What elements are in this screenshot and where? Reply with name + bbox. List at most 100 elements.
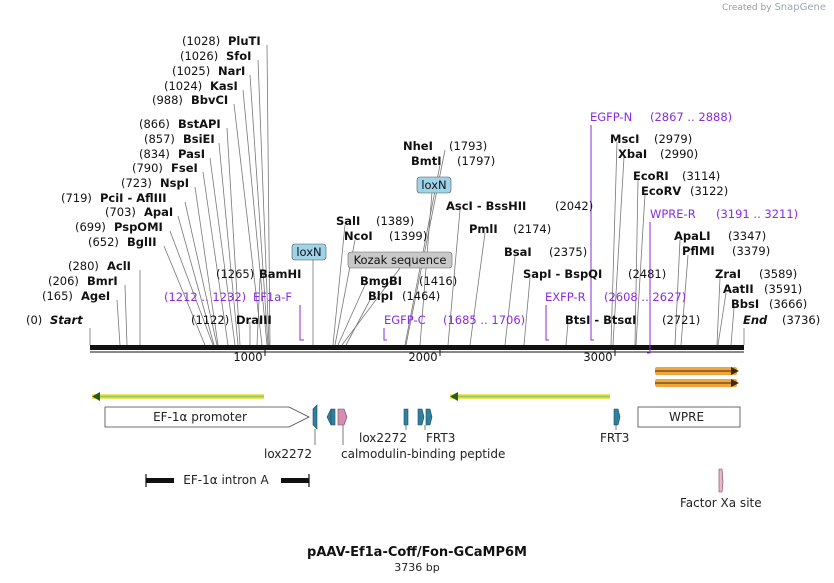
site-pos-apai: (703) <box>105 205 136 219</box>
site-name-draiii: DraIII <box>236 313 272 327</box>
orange-arrow-2 <box>655 379 739 387</box>
ef1a-intron-label: EF-1α intron A <box>183 473 269 487</box>
site-name-bmti: BmtI <box>411 154 442 168</box>
site-pos-bmri: (206) <box>48 274 79 288</box>
end-label: End <box>743 313 768 327</box>
site-name-sfoi: SfoI <box>226 49 251 63</box>
site-name-pcii-afliii: PciI - AflIII <box>100 191 167 205</box>
wpre-feature <box>637 406 741 428</box>
kozak-label: Kozak sequence <box>354 253 447 267</box>
site-name-bstapi: BstAPI <box>178 117 221 131</box>
site-pos-pflmi: (3379) <box>732 244 770 258</box>
site-pos-ecorv: (3122) <box>690 184 728 198</box>
site-pos-sali: (1389) <box>376 214 414 228</box>
frt3-marker-2 <box>425 408 433 426</box>
site-name-pasi: PasI <box>178 147 205 161</box>
site-name-msci: MscI <box>610 132 639 146</box>
site-pos-ncoi: (1399) <box>389 229 427 243</box>
frt3-label-b: FRT3 <box>600 431 629 445</box>
loxn-right-box <box>416 176 452 194</box>
site-pos-ecori: (3114) <box>682 169 720 183</box>
site-pos-bbsi: (3666) <box>769 297 807 311</box>
site-pos-xbai: (2990) <box>660 147 698 161</box>
site-name-nhei: NheI <box>403 139 433 153</box>
site-name-pluti: PluTI <box>228 34 261 48</box>
start-label: Start <box>50 313 83 327</box>
primer-name-egfp-n: EGFP-N <box>590 110 632 124</box>
end-position: (3736) <box>782 313 820 327</box>
site-pos-kasi: (1024) <box>164 79 202 93</box>
site-pos-nspi: (723) <box>121 176 152 190</box>
boxed-feature-labels: loxN loxN Kozak sequence <box>291 176 453 269</box>
site-pos-asci-bsshii: (2042) <box>555 199 593 213</box>
site-name-acli: AclI <box>107 259 131 273</box>
primer-range-egfp-n: (2867 .. 2888) <box>650 110 732 124</box>
site-pos-msci: (2979) <box>654 132 692 146</box>
site-pos-bbvci: (988) <box>152 93 183 107</box>
site-pos-agei: (165) <box>42 289 73 303</box>
primer-range-exfp-r: (2608 .. 2627) <box>604 290 686 304</box>
feature-track: EF-1α promoter WPRE lox2272 lox2272 calm… <box>92 367 762 510</box>
loxn-right-label: loxN <box>421 178 446 192</box>
primer-name-ef1a-f: EF1a-F <box>253 290 292 304</box>
frt3-label-a: FRT3 <box>426 431 455 445</box>
site-pos-nhei: (1793) <box>449 139 487 153</box>
lox-marker-3 <box>330 408 336 426</box>
kozak-box <box>347 251 453 269</box>
site-pos-bglii: (652) <box>88 235 119 249</box>
plasmid-name: pAAV-Ef1a-Coff/Fon-GCaMP6M <box>307 545 527 560</box>
scale-ticks: 1000 2000 3000 <box>233 350 616 364</box>
site-pos-nari: (1025) <box>172 64 210 78</box>
lox2272-label-b: lox2272 <box>359 431 407 445</box>
loxn-left-label: loxN <box>296 245 321 259</box>
scale-tick-3000: 3000 <box>583 350 612 364</box>
site-name-bglii: BglII <box>127 235 157 249</box>
site-pos-bmgbi: (1416) <box>419 274 457 288</box>
site-pos-bsiei: (857) <box>144 132 175 146</box>
site-name-bsiei: BsiEI <box>183 132 215 146</box>
site-name-bmgbi: BmgBI <box>360 274 402 288</box>
site-pos-bmti: (1797) <box>457 154 495 168</box>
site-name-kasi: KasI <box>210 79 238 93</box>
site-pos-bamhi: (1265) <box>216 267 254 281</box>
site-pos-psppomi: (699) <box>75 220 106 234</box>
site-name-sapi-bspqi: SapI - BspQI <box>523 267 602 281</box>
site-name-ncoi: NcoI <box>344 229 373 243</box>
site-name-pflmi: PflMI <box>682 244 715 258</box>
site-name-bmri: BmrI <box>87 274 118 288</box>
start-position: (0) <box>26 313 42 327</box>
site-pos-sfoi: (1026) <box>180 49 218 63</box>
site-name-bbvci: BbvCI <box>191 93 228 107</box>
ef1a-intron-span <box>145 474 310 487</box>
feature-leaders <box>314 425 617 445</box>
lox2272-marker-1 <box>312 404 318 430</box>
site-pos-apali: (3347) <box>728 229 766 243</box>
frt3-marker-1 <box>417 408 425 426</box>
calmodulin-binding-peptide-label: calmodulin-binding peptide <box>341 447 505 461</box>
plasmid-length: 3736 bp <box>394 561 439 574</box>
credit-prefix: Created by <box>722 3 772 13</box>
scale-tick-1000: 1000 <box>233 350 262 364</box>
site-connectors <box>89 44 745 346</box>
snapgene-credit: Created by SnapGene <box>722 2 826 13</box>
site-pos-fsei: (790) <box>132 161 163 175</box>
orf-arrow-left-1 <box>92 392 264 401</box>
primer-markers <box>299 125 651 354</box>
site-pos-sapi-bspqi: (2481) <box>628 267 666 281</box>
site-pos-bsai: (2375) <box>549 245 587 259</box>
sequence-backbone <box>90 345 744 353</box>
wpre-label: WPRE <box>669 410 704 424</box>
site-pos-btsi-btsai: (2721) <box>662 313 700 327</box>
site-name-sali: SalI <box>336 214 360 228</box>
site-pos-zrai: (3589) <box>759 267 797 281</box>
site-name-bsai: BsaI <box>504 245 532 259</box>
lox2272-marker-2 <box>326 408 332 426</box>
site-name-xbai: XbaI <box>618 147 647 161</box>
calmodulin-binding-peptide-marker <box>337 408 348 426</box>
ef1a-promoter-label: EF-1α promoter <box>153 410 247 424</box>
site-name-psppomi: PspOMI <box>114 220 163 234</box>
site-pos-pmli: (2174) <box>513 222 551 236</box>
frt3-marker-3 <box>613 408 621 426</box>
site-pos-aatii: (3591) <box>764 282 802 296</box>
